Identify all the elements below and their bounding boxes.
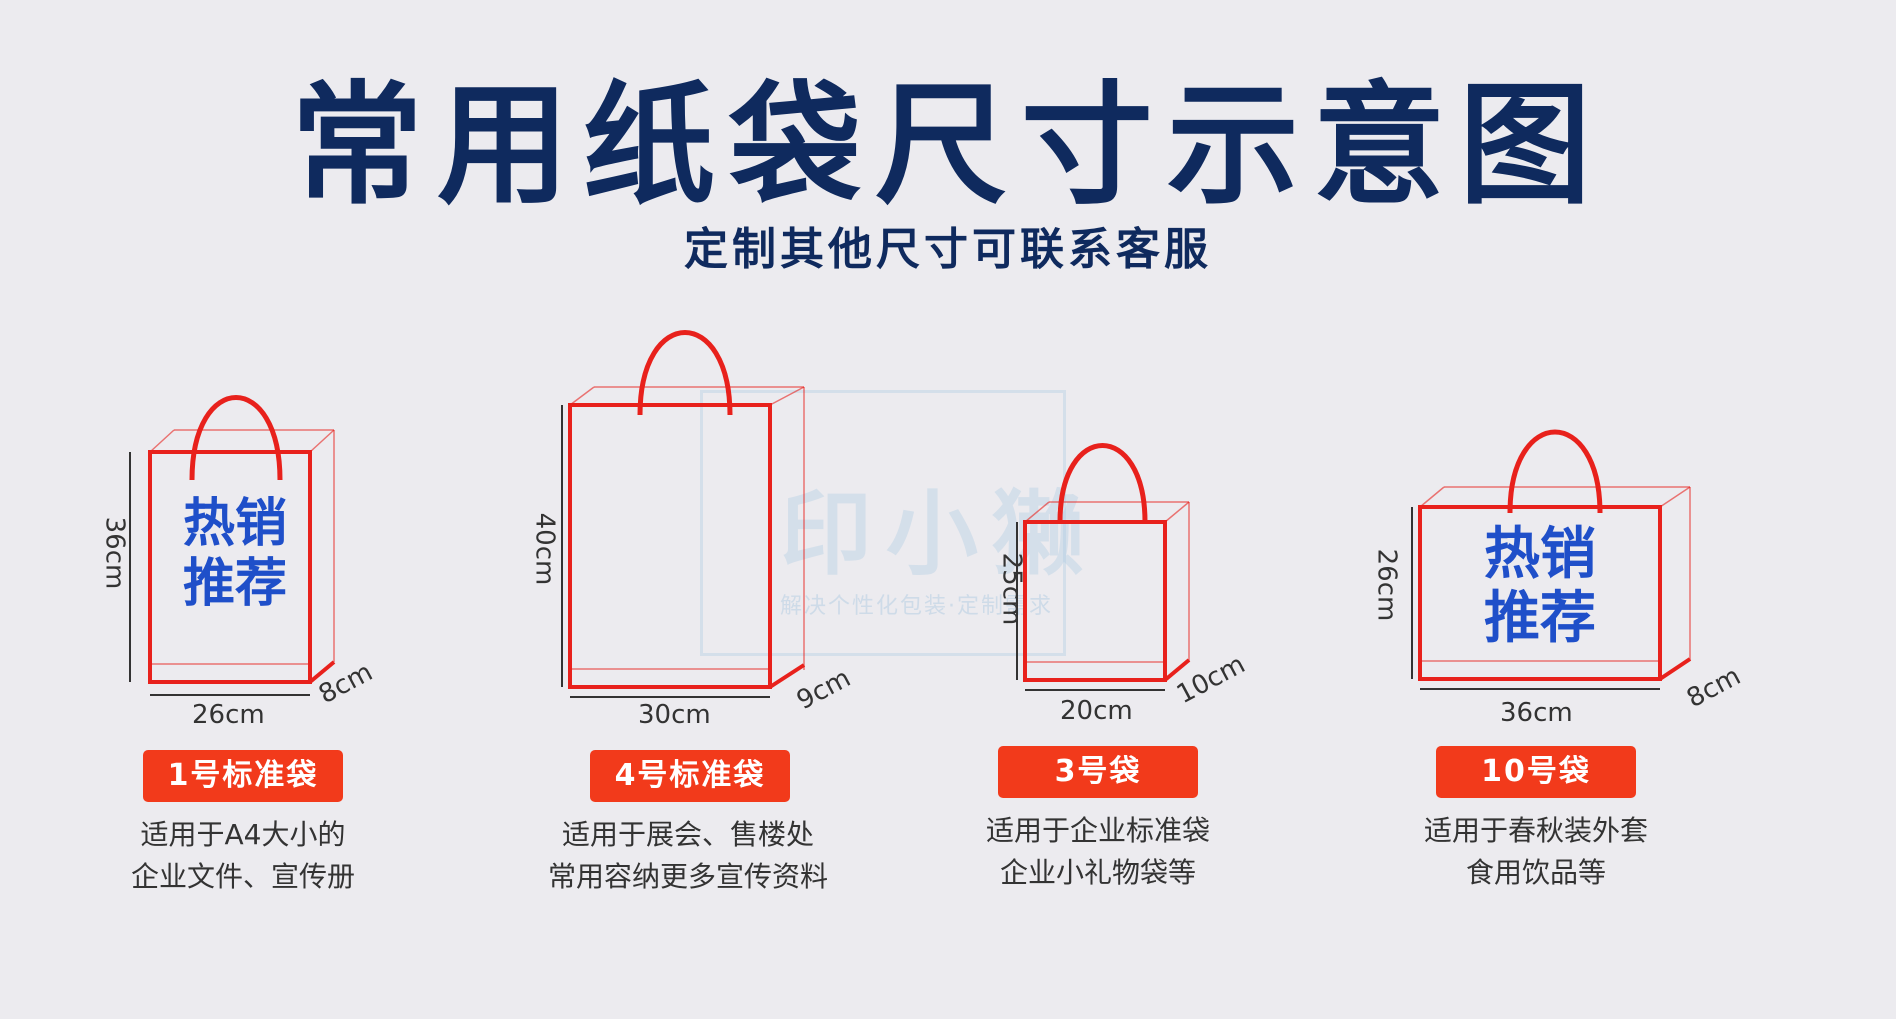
bag-1-height: 36cm	[99, 516, 130, 590]
bag-4-front	[1418, 505, 1662, 681]
watermark-slogan: 解决个性化包装·定制需求	[780, 594, 1053, 619]
bag-4-illustration	[1411, 429, 1692, 690]
bag-3-front	[1023, 520, 1167, 682]
bag-1-description: 适用于A4大小的 企业文件、宣传册	[130, 818, 355, 893]
bag-4-description: 适用于春秋装外套 食用饮品等	[1423, 814, 1648, 889]
bag-1-illustration	[129, 395, 336, 696]
bag-2-illustration	[561, 330, 806, 698]
bag-2-label-badge: 4号标准袋	[590, 750, 790, 802]
bag-4-hot-label: 热销 推荐	[1484, 522, 1596, 652]
bag-4-handle	[1507, 429, 1603, 514]
bag-2-handle	[637, 330, 733, 416]
bag-2-description: 适用于展会、售楼处 常用容纳更多宣传资料	[547, 818, 828, 893]
bag-1-label-badge: 1号标准袋	[143, 750, 343, 802]
bag-3-width: 20cm	[1060, 696, 1133, 726]
bag-4-height: 26cm	[1371, 548, 1402, 622]
bag-3-illustration	[1016, 443, 1191, 691]
bag-2-width: 30cm	[638, 700, 711, 730]
page-title: 常用纸袋尺寸示意图	[291, 69, 1605, 223]
bag-2-height: 40cm	[529, 512, 560, 586]
bag-1-front	[148, 450, 312, 684]
bag-1-width: 26cm	[192, 700, 265, 730]
bag-1-handle	[189, 395, 283, 481]
bag-3-handle	[1057, 443, 1148, 523]
bag-4-label-badge: 10号袋	[1436, 746, 1636, 798]
bag-2-front	[568, 403, 772, 689]
bag-3-label-badge: 3号袋	[998, 746, 1198, 798]
watermark-logo-text: 印小獭	[780, 481, 1099, 588]
bag-3-description: 适用于企业标准袋 企业小礼物袋等	[985, 814, 1210, 889]
bag-1-hot-label: 热销 推荐	[182, 494, 287, 614]
bag-4-width: 36cm	[1500, 698, 1573, 728]
bag-3-height: 25cm	[996, 552, 1027, 626]
page-subtitle: 定制其他尺寸可联系客服	[684, 224, 1212, 275]
